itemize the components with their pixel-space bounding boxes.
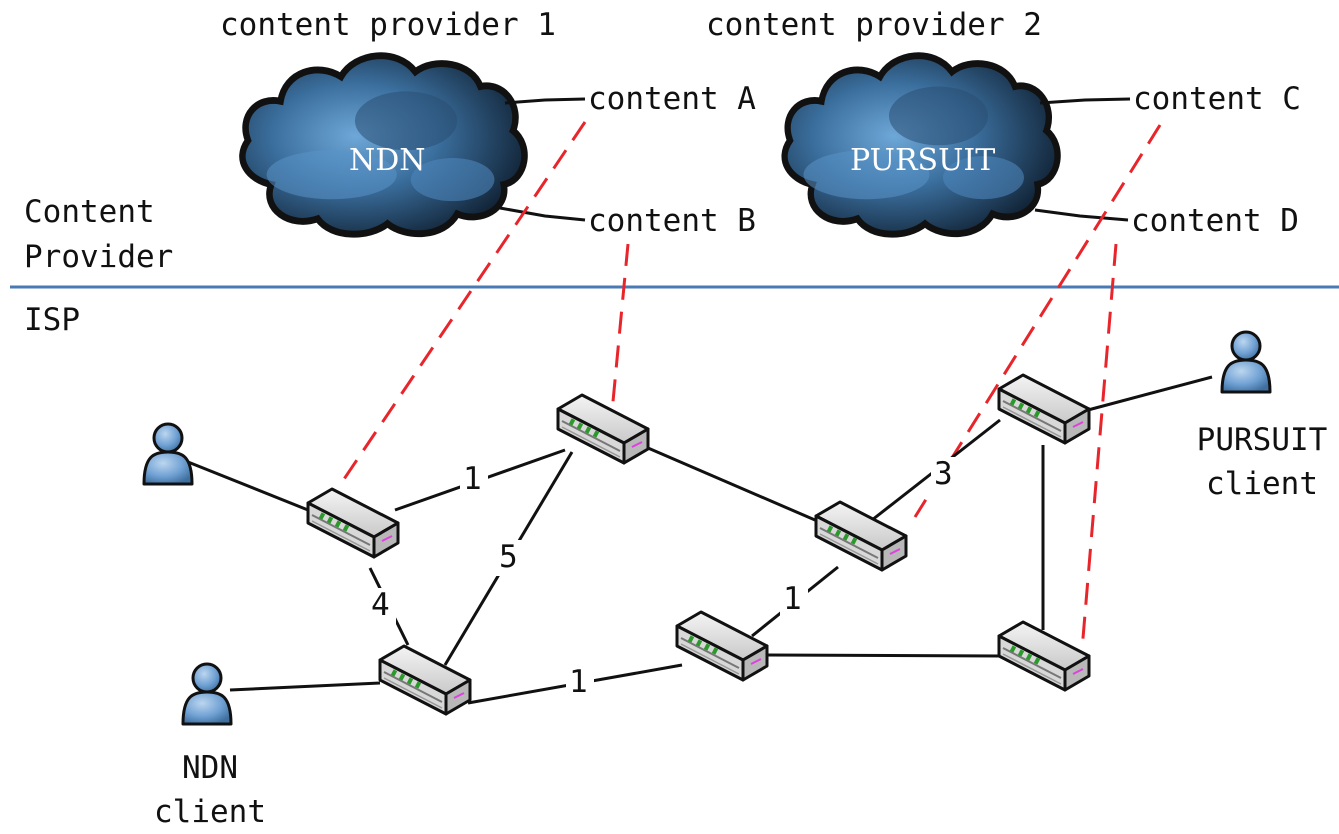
- pursuit-client-label: PURSUIT client: [1196, 422, 1328, 502]
- link-weight-1b: 1: [569, 664, 588, 700]
- link-weight-1c: 1: [783, 581, 802, 617]
- pursuit-client-icon: [1220, 330, 1272, 394]
- content-a-label: content A: [588, 81, 756, 117]
- link-weight-5: 5: [499, 539, 518, 575]
- router-4: [997, 373, 1091, 445]
- router-1: [306, 487, 400, 559]
- content-b-label: content B: [588, 203, 756, 239]
- content-connectors: [499, 97, 1131, 222]
- router-5: [378, 644, 472, 716]
- ndn-client-icon: [181, 662, 233, 726]
- router-7: [997, 620, 1091, 692]
- link-weight-backdrops: [368, 457, 959, 701]
- provider-2-title: content provider 2: [706, 7, 1042, 43]
- content-provider-region-label: Content Provider: [24, 194, 174, 275]
- isp-region-label: ISP: [24, 302, 80, 338]
- router-6: [675, 610, 769, 682]
- ndn-cloud: [242, 56, 524, 234]
- link-weight-1: 1: [463, 461, 482, 497]
- provider-1-title: content provider 1: [220, 7, 556, 43]
- link-weight-3: 3: [934, 456, 953, 492]
- router-3: [814, 500, 908, 572]
- content-mapping-links: [336, 121, 1162, 651]
- content-d-label: content D: [1131, 203, 1299, 239]
- ndn-cloud-label: NDN: [349, 143, 426, 178]
- ndn-client-label: NDN client: [154, 750, 266, 830]
- link-weight-4: 4: [371, 587, 390, 623]
- user-icon: [142, 422, 194, 486]
- pursuit-cloud: [785, 56, 1058, 234]
- pursuit-cloud-label: PURSUIT: [850, 143, 996, 178]
- content-c-label: content C: [1133, 81, 1301, 117]
